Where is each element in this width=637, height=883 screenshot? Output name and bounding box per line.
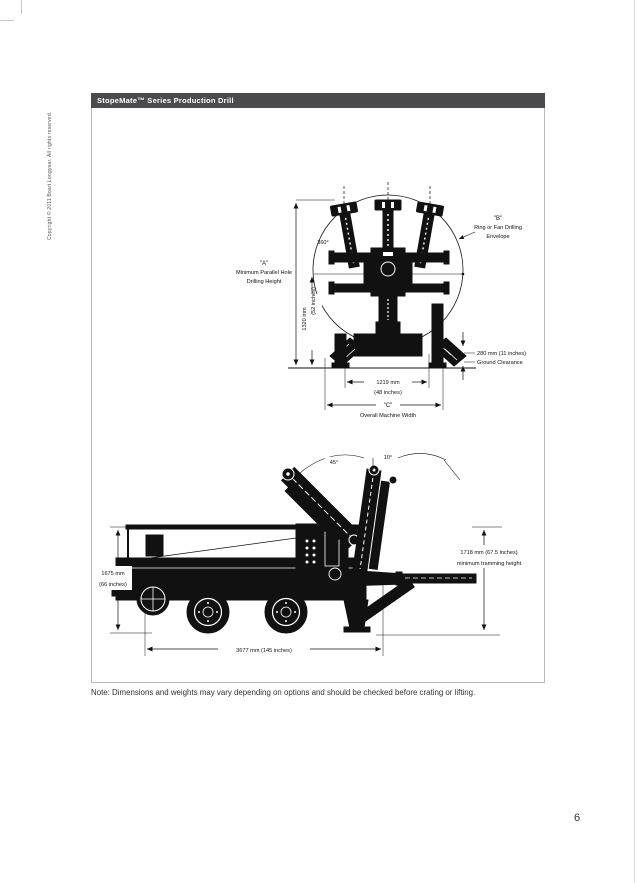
label-envelope: "B" Ring or Fan Drilling Envelope: [474, 216, 522, 240]
clearance-label-1: 280 mm (11 inches): [477, 351, 526, 357]
copyright-vertical-text: Copyright © 2011 Boart Longyear. All rig…: [47, 111, 53, 240]
envelope-leader: [458, 231, 476, 240]
section-title: StopeMate™ Series Production Drill: [97, 96, 234, 105]
boom-angle-annotations: 45° 10°: [291, 452, 461, 481]
label-rotation: 360°: [317, 240, 329, 246]
angle-10-label: 10°: [384, 455, 392, 461]
carrier-base: [329, 303, 467, 368]
page-edge-line: [634, 0, 635, 883]
height-dim-mm: 1320 mm: [302, 307, 308, 331]
wheel-front: [264, 590, 308, 634]
svg-text:Drilling Height: Drilling Height: [247, 279, 282, 285]
page-corner-mark-h: [0, 20, 14, 21]
svg-text:"B": "B": [494, 216, 502, 222]
dim-tramming-height: 1718 mm (67.5 inches) minimum tramming h…: [436, 526, 542, 630]
dim-track-width: 1219 mm (48 inches): [344, 354, 430, 396]
front-view-drawing: 1320 mm (52 inches) "A" Minimum Parallel…: [236, 182, 526, 419]
boom-10: [351, 464, 398, 576]
tramming-label-2: minimum tramming height: [457, 561, 522, 567]
page-corner-mark: [21, 0, 22, 14]
page-number: 6: [573, 812, 581, 824]
label-drill-height: "A" Minimum Parallel Hole Drilling Heigh…: [236, 261, 292, 285]
cable-reel: [136, 582, 170, 616]
body-height-mm: 1675 mm: [101, 571, 125, 577]
drawing-frame: 1320 mm (52 inches) "A" Minimum Parallel…: [91, 108, 545, 683]
section-header-bar: StopeMate™ Series Production Drill: [91, 93, 545, 108]
height-dim-in: (52 inches): [311, 287, 317, 315]
technical-drawing: 1320 mm (52 inches) "A" Minimum Parallel…: [95, 182, 542, 656]
overall-width-text: Overall Machine Width: [360, 413, 416, 419]
clearance-label-2: Ground Clearance: [477, 360, 523, 366]
boom-45: [280, 466, 363, 549]
center-mast: [363, 247, 413, 325]
svg-text:Minimum Parallel Hole: Minimum Parallel Hole: [236, 270, 292, 276]
track-width-mm: 1219 mm: [376, 380, 400, 386]
body-height-in: (66 inches): [99, 582, 127, 588]
wheel-rear: [186, 590, 230, 634]
svg-text:"A": "A": [260, 261, 268, 267]
svg-text:Envelope: Envelope: [486, 234, 509, 240]
dim-body-height: 1675 mm (66 inches): [95, 526, 152, 634]
overall-width-c: "C": [384, 403, 393, 409]
tramming-label-1: 1718 mm (67.5 inches): [460, 550, 517, 556]
dim-overall-length: 3677 mm (145 inches): [144, 583, 384, 656]
dim-ground-clearance: 280 mm (11 inches) Ground Clearance: [460, 332, 526, 380]
angle-45-label: 45°: [330, 460, 338, 466]
footnote-text: Note: Dimensions and weights may vary de…: [91, 688, 476, 697]
side-view-drawing: 45° 10° 1675 mm (66 inches): [95, 452, 542, 656]
track-width-in: (48 inches): [374, 390, 402, 396]
length-label: 3677 mm (145 inches): [236, 648, 292, 654]
svg-text:Ring or Fan Drilling: Ring or Fan Drilling: [474, 225, 522, 231]
dim-overall-width: "C" Overall Machine Width: [324, 358, 444, 419]
horizontal-feed: [343, 569, 477, 633]
drill-centerlines: [343, 182, 431, 204]
